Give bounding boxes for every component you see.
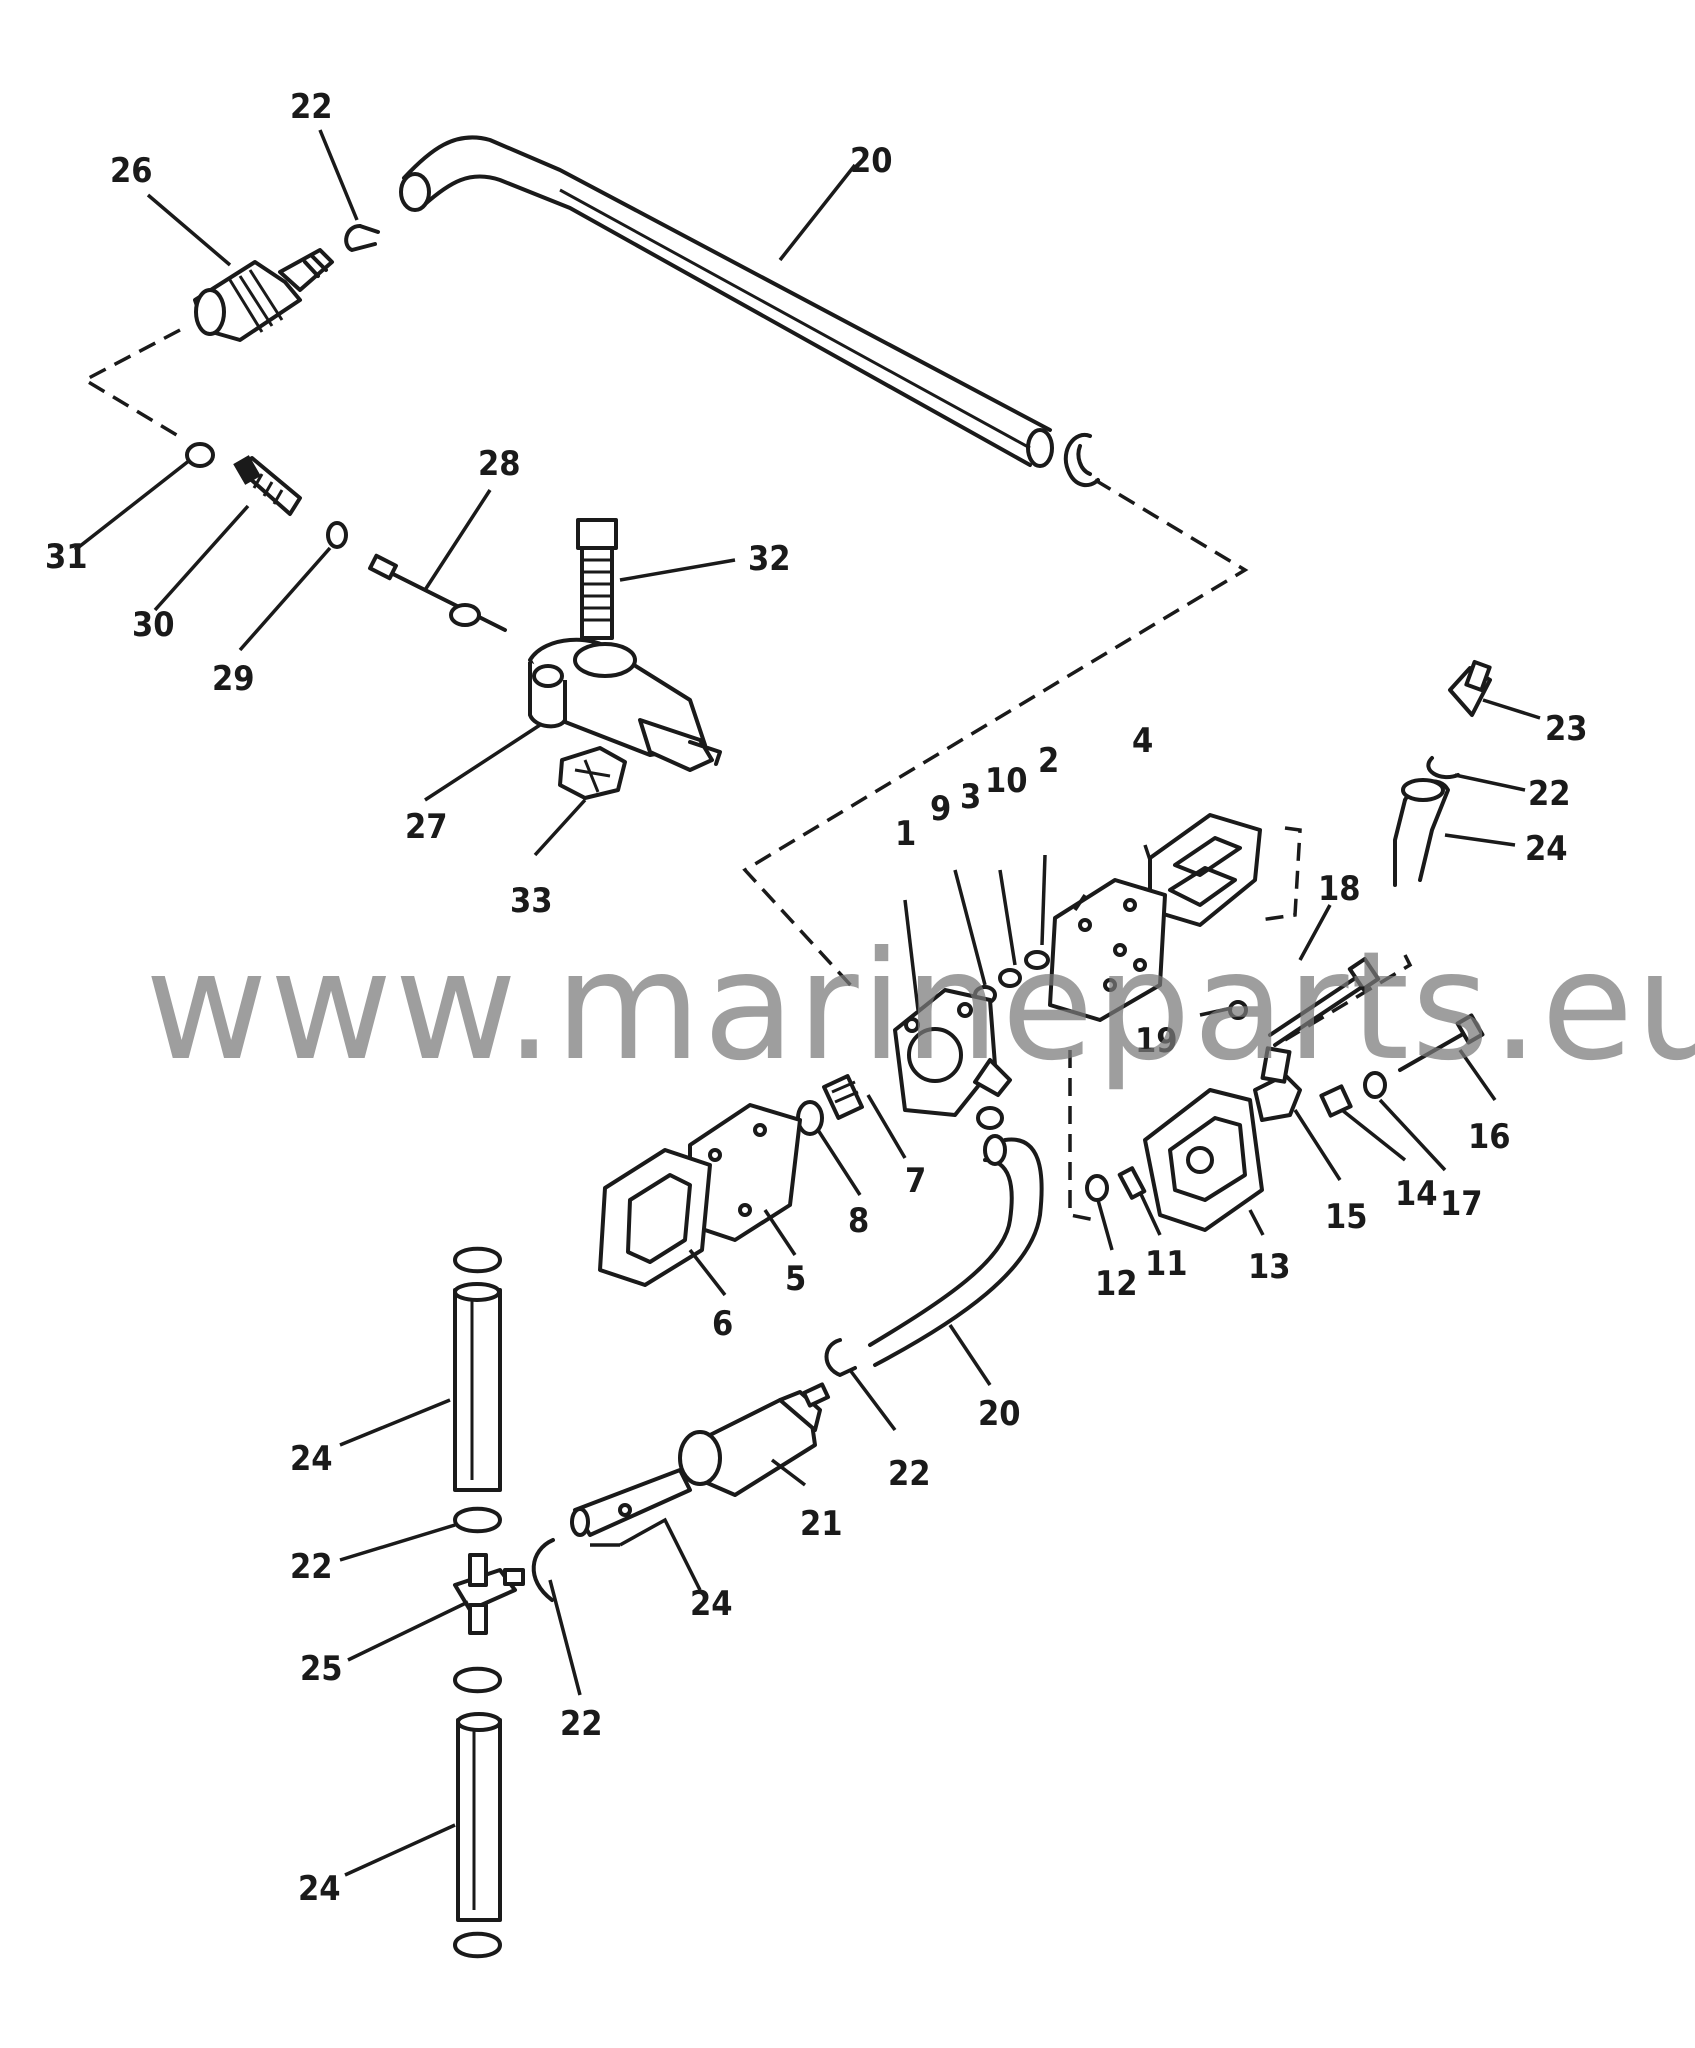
callout-28: 28 [478,444,521,484]
part-22-clamp-bottom [453,1931,502,1959]
callout-20-lower-hose: 20 [978,1394,1021,1434]
part-29-o-ring [326,521,348,549]
part-22-hose-clamp-right [1063,432,1100,488]
part-22-hose-clamp-filter [824,1338,857,1377]
part-3-washer [998,968,1022,988]
part-1-pump-housing [893,988,1012,1117]
callout-15: 15 [1325,1197,1368,1237]
callout-13: 13 [1248,1247,1291,1287]
callout-10: 10 [985,761,1028,801]
part-12-washer [1085,1174,1109,1202]
part-26-inlet-fitting [193,248,334,342]
part-17-o-ring [1363,1071,1387,1099]
part-25-tee-fitting [453,1553,525,1635]
callout-9: 9 [930,789,951,829]
callout-33: 33 [510,881,553,921]
callout-21: 21 [800,1504,843,1544]
callout-12: 12 [1095,1264,1138,1304]
part-22-clamp-mid-left [453,1506,502,1534]
part-13-pump-cover [1143,1088,1264,1232]
part-22-clamp-lower-left [453,1666,502,1694]
part-8-o-ring [796,1100,824,1136]
callout-29: 29 [212,659,255,699]
callout-24-connector: 24 [690,1584,733,1624]
callout-32: 32 [748,539,791,579]
callout-8: 8 [848,1201,869,1241]
part-21-fuel-filter [678,1382,831,1497]
part-31-plug [185,442,215,468]
callout-1: 1 [895,814,916,854]
part-7-spring [822,1074,864,1120]
callout-22-filter-clamp: 22 [888,1454,931,1494]
callout-26: 26 [110,151,153,191]
callout-numbers: 22 26 20 31 30 29 28 32 27 33 23 22 24 4… [45,87,1588,1909]
part-10-washer [1024,950,1050,970]
part-30-screw [233,455,302,516]
callout-4: 4 [1132,721,1153,761]
callout-3: 3 [960,777,981,817]
part-5-diaphragm [688,1103,802,1242]
callout-14: 14 [1395,1174,1438,1214]
watermark-text: www.marineparts.eu [145,920,1695,1094]
callout-19: 19 [1135,1021,1178,1061]
callout-24-lower-vertical-hose: 24 [298,1869,341,1909]
callout-24-upper-vertical-hose: 24 [290,1439,333,1479]
callout-31: 31 [45,537,88,577]
callout-22-top: 22 [290,87,333,127]
callout-27: 27 [405,807,448,847]
part-22-clamp-c-right [531,1538,555,1602]
part-24-vertical-hose-upper [453,1282,502,1492]
callout-17: 17 [1440,1184,1483,1224]
callout-7: 7 [905,1161,926,1201]
part-22-hose-clamp-upper-right [1426,756,1460,779]
part-11-screw [1117,1166,1147,1200]
part-6-gasket [598,1148,712,1287]
part-16-screw [1398,1013,1485,1072]
callout-22-right: 22 [1528,774,1571,814]
part-22-hose-clamp-top [344,224,380,252]
callout-23: 23 [1545,709,1588,749]
callout-22-c-clamp: 22 [560,1704,603,1744]
part-24-vertical-hose-lower [456,1712,502,1922]
part-24-short-hose-right [1393,778,1450,887]
callout-20-upper-hose: 20 [850,141,893,181]
assembly-dashed-lines [81,328,1413,1222]
part-14-spring [1319,1084,1353,1118]
part-28-check-valve [368,553,507,632]
callout-11: 11 [1145,1244,1188,1284]
part-15-elbow-fitting [1253,1046,1302,1122]
callout-24-right-hose: 24 [1525,829,1568,869]
callout-2: 2 [1038,741,1059,781]
part-27-pump-body [528,637,722,772]
part-24-connector-hoses [570,1468,692,1537]
callout-16: 16 [1468,1117,1511,1157]
part-4-gasket [1148,813,1262,927]
callout-18: 18 [1318,869,1361,909]
part-20-upper-fuel-hose [399,135,1054,468]
callout-22-mid-left: 22 [290,1547,333,1587]
callout-5: 5 [785,1259,806,1299]
callout-25: 25 [300,1649,343,1689]
part-20-lower-fuel-hose [868,1106,1044,1367]
callout-30: 30 [132,605,175,645]
callout-6: 6 [712,1304,733,1344]
callout-leader-lines [73,129,1541,1877]
part-23-elbow-fitting [1448,659,1492,717]
part-33-nut [558,746,627,800]
part-32-spring-bolt [576,518,618,640]
part-22-clamp-top-left [453,1246,502,1274]
part-2-diaphragm-plate [1048,878,1167,1022]
